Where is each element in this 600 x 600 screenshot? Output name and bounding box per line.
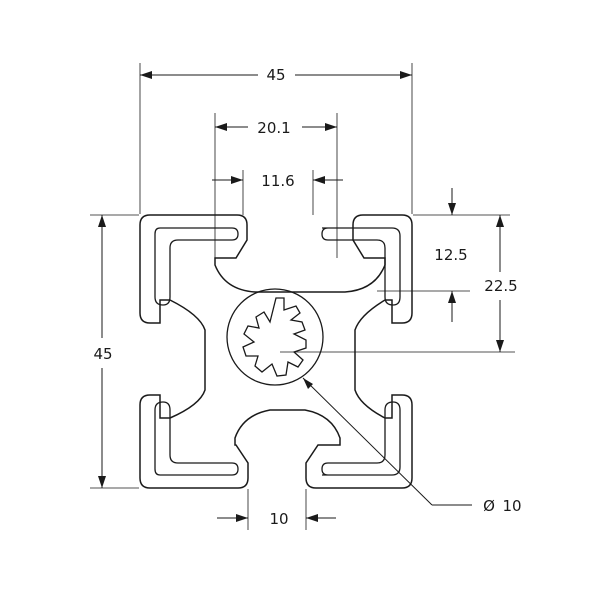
dim-label-10: 10 (269, 510, 288, 528)
corner-cavity-bottom-left (154, 401, 239, 476)
profile-outline (139, 214, 413, 489)
dim-label-height-45: 45 (93, 345, 112, 363)
arrow-width-45-right (400, 71, 412, 79)
leader-diameter (302, 377, 433, 506)
arrow-diameter (303, 378, 313, 389)
arrow-width-45-left (140, 71, 152, 79)
arrow-20-left (215, 123, 227, 131)
corner-cavity-bottom-right (321, 401, 401, 476)
arrow-22-top (496, 215, 504, 227)
arrow-11-right (313, 176, 325, 184)
corner-cavity-top-right (321, 227, 401, 306)
center-bore-outer (226, 288, 324, 386)
dim-label-22: 22.5 (484, 277, 517, 295)
corner-cavity-top-left (154, 227, 239, 306)
arrow-10-right (306, 514, 318, 522)
arrow-height-45-top (98, 215, 106, 227)
arrow-20-right (325, 123, 337, 131)
arrow-11-left (231, 176, 243, 184)
arrow-12-bottom (448, 291, 456, 303)
dim-label-diameter: 10 (502, 497, 521, 515)
dim-label-12: 12.5 (434, 246, 467, 264)
dim-label-width-45: 45 (266, 66, 285, 84)
arrow-12-top (448, 203, 456, 215)
dim-label-20: 20.1 (257, 119, 290, 137)
dim-label-diameter-symbol: Ø (483, 497, 495, 515)
dim-label-11: 11.6 (261, 172, 294, 190)
arrow-10-left (236, 514, 248, 522)
arrow-22-bottom (496, 340, 504, 352)
arrow-height-45-bottom (98, 476, 106, 488)
center-bore-star (242, 297, 307, 377)
